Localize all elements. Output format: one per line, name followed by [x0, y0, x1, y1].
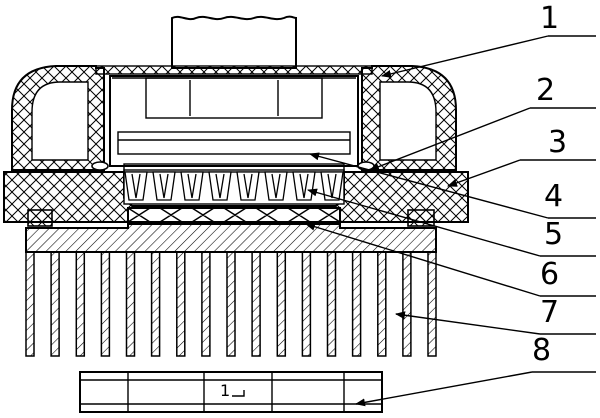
heat-sink-fin [301, 251, 312, 357]
heat-sink-fin [25, 251, 35, 357]
callout-6: 6 [306, 224, 596, 297]
svg-text:5: 5 [544, 217, 563, 252]
heat-sink [25, 223, 437, 357]
svg-text:3: 3 [548, 125, 567, 160]
callout-5: 5 [308, 190, 596, 257]
led-element [124, 171, 148, 201]
gasket-blocks [27, 209, 435, 227]
top-connector [171, 15, 297, 69]
heat-sink-fin [351, 251, 362, 357]
heat-sink-fin [251, 251, 261, 357]
heat-sink-fin [125, 251, 136, 357]
svg-text:2: 2 [536, 73, 555, 108]
heat-sink-fin [201, 251, 211, 357]
led-element [320, 171, 344, 201]
callout-8: 8 [356, 333, 596, 404]
callout-7: 7 [396, 295, 596, 335]
heat-sink-fin [176, 251, 186, 357]
led-element [236, 171, 260, 201]
heat-sink-fin [427, 251, 437, 357]
heat-sink-fin [100, 251, 111, 357]
inner-housing [109, 75, 359, 167]
callout-1: 1 [382, 1, 596, 76]
callout-4: 4 [310, 154, 596, 219]
svg-text:7: 7 [540, 295, 559, 330]
callout-3: 3 [448, 125, 596, 186]
heat-sink-fin [226, 251, 236, 357]
heat-sink-fin [50, 251, 60, 357]
svg-text:8: 8 [532, 333, 551, 368]
heat-sink-fin [377, 251, 387, 357]
led-element [180, 171, 204, 201]
led-element [264, 171, 288, 201]
outer-cover [11, 65, 457, 171]
heat-sink-fin [150, 251, 161, 357]
led-element [292, 171, 316, 201]
heat-sink-fin [276, 251, 287, 357]
svg-text:4: 4 [544, 179, 563, 214]
led-element [208, 171, 232, 201]
callout-2: 2 [370, 73, 596, 170]
heat-sink-fin [402, 251, 412, 357]
svg-text:1: 1 [540, 1, 559, 36]
heat-sink-fin [326, 251, 337, 357]
led-array [123, 163, 345, 201]
section-view: 1 [79, 371, 383, 413]
heat-sink-fin [75, 251, 86, 357]
section-mark: 1 [220, 381, 230, 400]
callouts: 1 2 3 4 5 6 7 8 [306, 1, 596, 404]
led-element [152, 171, 176, 201]
thermal-pad [127, 207, 341, 223]
svg-text:6: 6 [540, 257, 559, 292]
